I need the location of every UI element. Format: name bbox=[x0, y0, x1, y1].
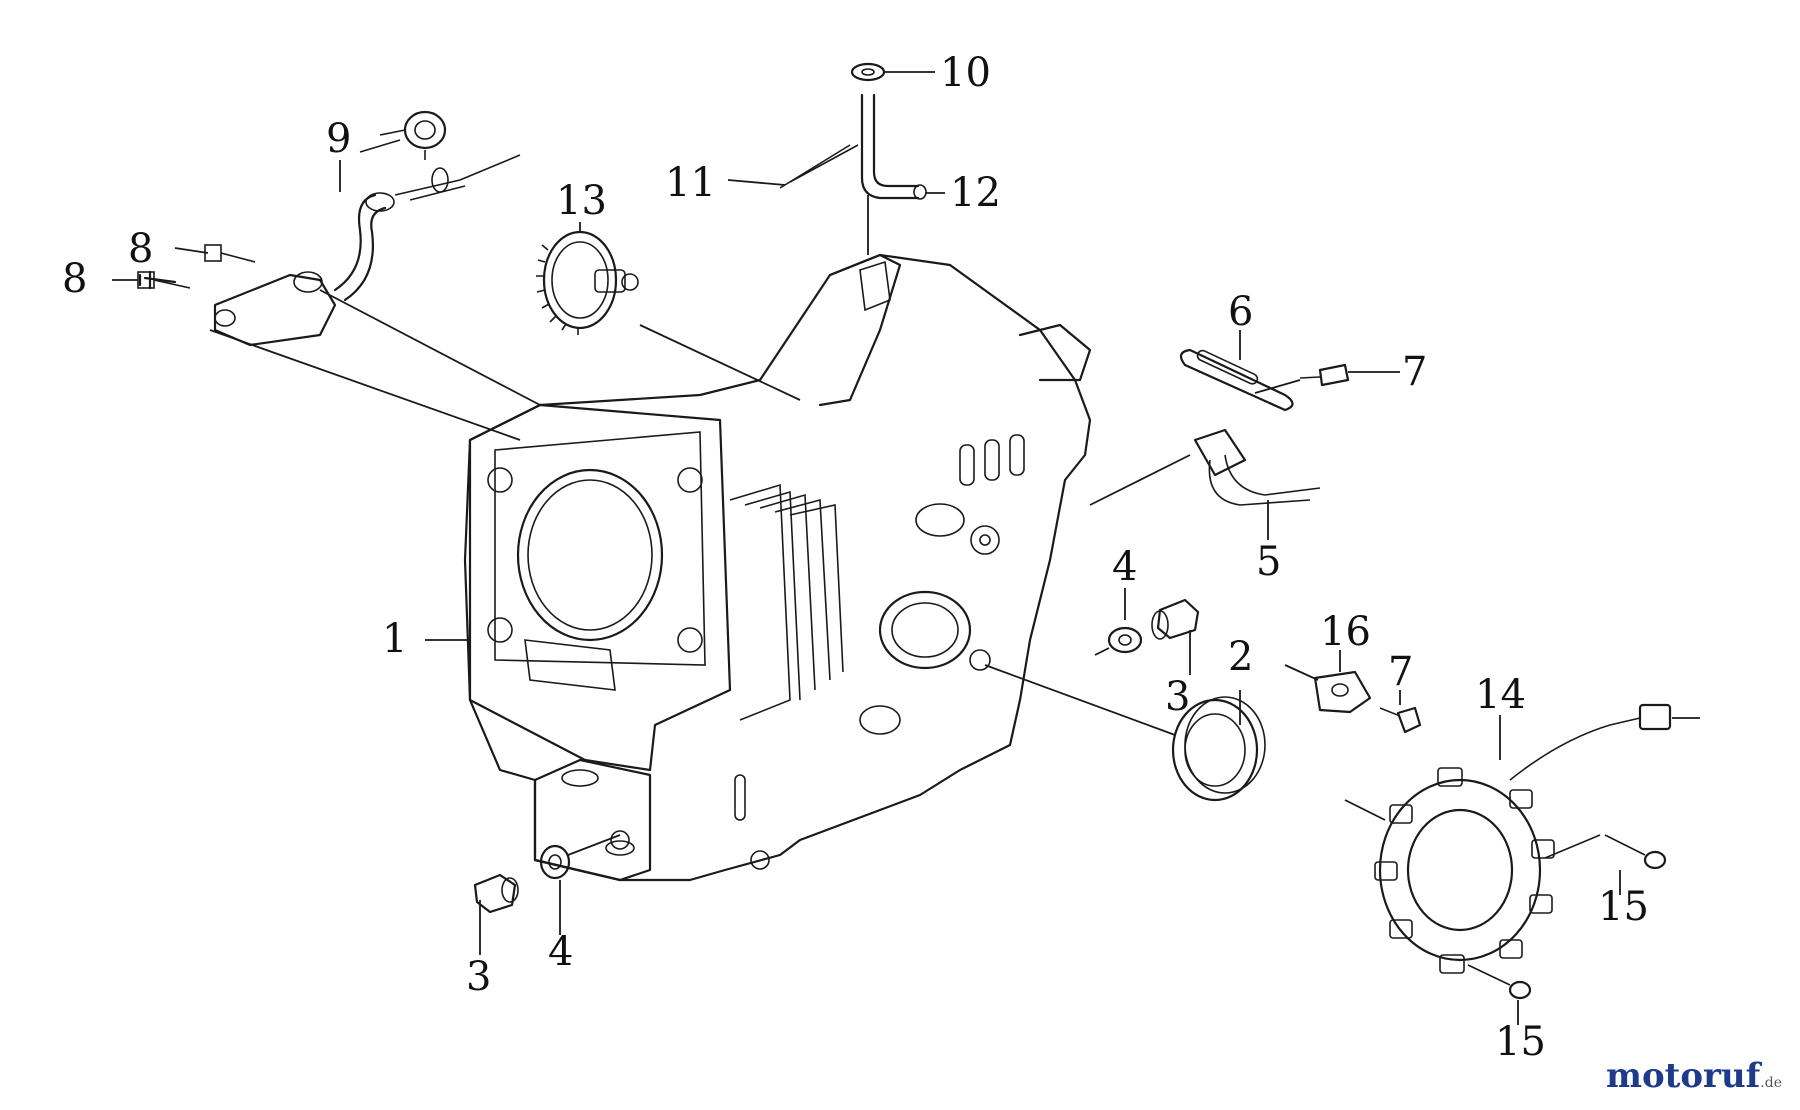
stator bbox=[1344, 703, 1700, 1000]
callout-15-lower: 15 bbox=[1495, 1019, 1546, 1065]
callout-3-right: 3 bbox=[1165, 674, 1190, 720]
callout-1: 1 bbox=[382, 616, 407, 662]
callout-11: 11 bbox=[665, 160, 716, 206]
callout-leaders bbox=[112, 71, 1621, 1025]
governor-gear bbox=[536, 230, 639, 335]
callout-8-upper: 8 bbox=[128, 226, 153, 272]
callout-15-upper: 15 bbox=[1598, 884, 1649, 930]
watermark-main: motoruf bbox=[1606, 1056, 1761, 1096]
crankcase-block bbox=[463, 253, 1092, 882]
callout-8-lower: 8 bbox=[62, 256, 87, 302]
bracket-and-module bbox=[1089, 348, 1350, 506]
callout-5: 5 bbox=[1256, 539, 1281, 585]
callout-13: 13 bbox=[556, 178, 607, 224]
oil-seal bbox=[984, 664, 1266, 802]
callout-4-right: 4 bbox=[1112, 544, 1137, 590]
callout-12: 12 bbox=[950, 170, 1001, 216]
watermark-logo: motoruf.de bbox=[1606, 1056, 1782, 1096]
breather-tube-assembly bbox=[137, 110, 541, 441]
callout-6: 6 bbox=[1228, 289, 1253, 335]
watermark-tld: .de bbox=[1760, 1075, 1782, 1091]
callout-3-bottom: 3 bbox=[466, 954, 491, 1000]
drain-plug-lower bbox=[473, 834, 621, 914]
drain-plug-upper bbox=[1094, 598, 1200, 656]
callout-10: 10 bbox=[940, 50, 991, 96]
small-bracket bbox=[1284, 664, 1422, 734]
callout-labels: 1 2 3 3 4 4 5 6 7 7 8 8 9 10 11 12 13 14… bbox=[62, 50, 1649, 1065]
callout-16: 16 bbox=[1320, 609, 1371, 655]
callout-2: 2 bbox=[1228, 634, 1253, 680]
callout-4-bottom: 4 bbox=[548, 929, 573, 975]
dipstick-rod bbox=[779, 62, 927, 255]
callout-7-upper: 7 bbox=[1402, 349, 1427, 395]
callout-9: 9 bbox=[326, 116, 351, 162]
callout-14: 14 bbox=[1475, 672, 1526, 718]
callout-7-lower: 7 bbox=[1388, 649, 1413, 695]
